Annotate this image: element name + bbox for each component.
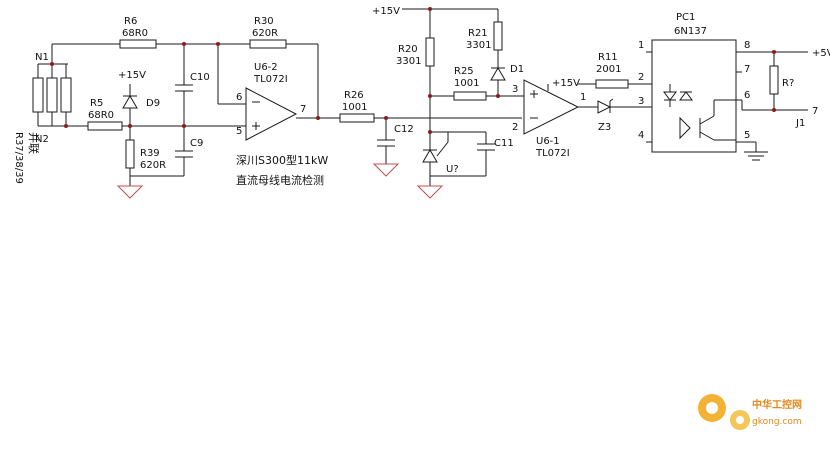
ground-symbol-2 <box>372 163 400 177</box>
diode-d9 <box>122 84 138 126</box>
u6-1-supply: +15V <box>552 78 580 89</box>
resistor-r11 <box>595 79 629 89</box>
r25-name: R25 <box>454 66 474 77</box>
circuit-description-line1: 深川S300型11kW <box>236 153 328 167</box>
vout-5v-label: +5V <box>812 48 830 59</box>
watermark-logo <box>698 394 750 430</box>
vcc-top-label: +15V <box>372 6 400 17</box>
c12-label: C12 <box>394 124 414 135</box>
u6-1-pin2: 2 <box>512 122 518 133</box>
u6-1-pin3: 3 <box>512 84 518 95</box>
resistor-r26 <box>339 113 375 123</box>
d1-label: D1 <box>510 64 524 75</box>
diode-z3 <box>596 98 646 114</box>
resistor-r39 <box>125 139 135 169</box>
ground-symbol-4 <box>744 151 768 161</box>
r11-value: 2001 <box>596 64 621 75</box>
u-question-label: U? <box>446 164 459 175</box>
c9-label: C9 <box>190 138 203 149</box>
resistor-r30 <box>249 39 287 49</box>
opamp-u6-2 <box>245 87 298 141</box>
pc1-pin2: 2 <box>638 72 644 83</box>
watermark-url: gkong.com <box>752 417 802 427</box>
resistor-r21 <box>493 21 503 51</box>
z3-label: Z3 <box>598 122 611 133</box>
pc1-part: 6N137 <box>674 26 707 37</box>
r5-name: R5 <box>90 98 103 109</box>
u6-1-part: TL072I <box>535 148 570 159</box>
resistor-group-label: R37/38/39 <box>13 132 24 184</box>
pc1-pin5: 5 <box>744 130 750 141</box>
u6-2-pin5: 5 <box>236 126 242 137</box>
d9-supply-label: +15V <box>118 70 146 81</box>
junction-dots <box>50 7 776 134</box>
node-n2-label: N2 <box>35 134 49 145</box>
u6-1-pin1: 1 <box>580 92 586 103</box>
pc1-pin7: 7 <box>744 64 750 75</box>
resistor-group-note: 并联 <box>27 132 41 154</box>
r-question-label: R? <box>782 78 794 89</box>
pc1-pin4: 4 <box>638 130 644 141</box>
r20-value: 3301 <box>396 56 421 67</box>
reference-u-question <box>422 132 449 176</box>
circuit-description-line2: 直流母线电流检测 <box>236 173 324 187</box>
r39-name: R39 <box>140 148 160 159</box>
j1-label: J1 <box>795 118 805 129</box>
r5-value: 68R0 <box>88 110 114 121</box>
pc1-pin1: 1 <box>638 40 644 51</box>
r20-name: R20 <box>398 44 418 55</box>
c11-label: C11 <box>494 138 514 149</box>
diode-d1 <box>490 64 506 96</box>
resistor-r25 <box>453 91 487 101</box>
ground-symbol-3 <box>416 185 444 199</box>
c10-label: C10 <box>190 72 210 83</box>
j1-pin-label: 7 <box>812 106 818 117</box>
opamp-u6-1 <box>523 79 580 135</box>
d9-label: D9 <box>146 98 160 109</box>
ground-symbol-1 <box>116 185 144 199</box>
u6-1-name: U6-1 <box>536 136 560 147</box>
r6-value: 68R0 <box>122 28 148 39</box>
u6-2-part: TL072I <box>253 74 288 85</box>
pc1-pin3: 3 <box>638 96 644 107</box>
watermark-text: 中华工控网 <box>752 398 802 411</box>
resistor-r5 <box>87 121 123 131</box>
r25-value: 1001 <box>454 78 479 89</box>
optocoupler-pc1 <box>646 39 742 153</box>
r21-value: 3301 <box>466 40 491 51</box>
r39-value: 620R <box>140 160 166 171</box>
resistor-r6 <box>119 39 157 49</box>
shunt-resistor-group <box>32 44 72 127</box>
resistor-r20 <box>425 37 435 67</box>
r30-name: R30 <box>254 16 274 27</box>
r21-name: R21 <box>468 28 488 39</box>
u6-2-pin7: 7 <box>300 104 306 115</box>
pc1-pin8: 8 <box>744 40 750 51</box>
r26-name: R26 <box>344 90 364 101</box>
resistor-r-question <box>769 65 779 95</box>
r30-value: 620R <box>252 28 278 39</box>
pc1-pin6: 6 <box>744 90 750 101</box>
node-n1-label: N1 <box>35 52 49 63</box>
r6-name: R6 <box>124 16 137 27</box>
r26-value: 1001 <box>342 102 367 113</box>
r11-name: R11 <box>598 52 618 63</box>
u6-2-name: U6-2 <box>254 62 278 73</box>
pc1-name: PC1 <box>676 12 695 23</box>
u6-2-pin6: 6 <box>236 92 242 103</box>
